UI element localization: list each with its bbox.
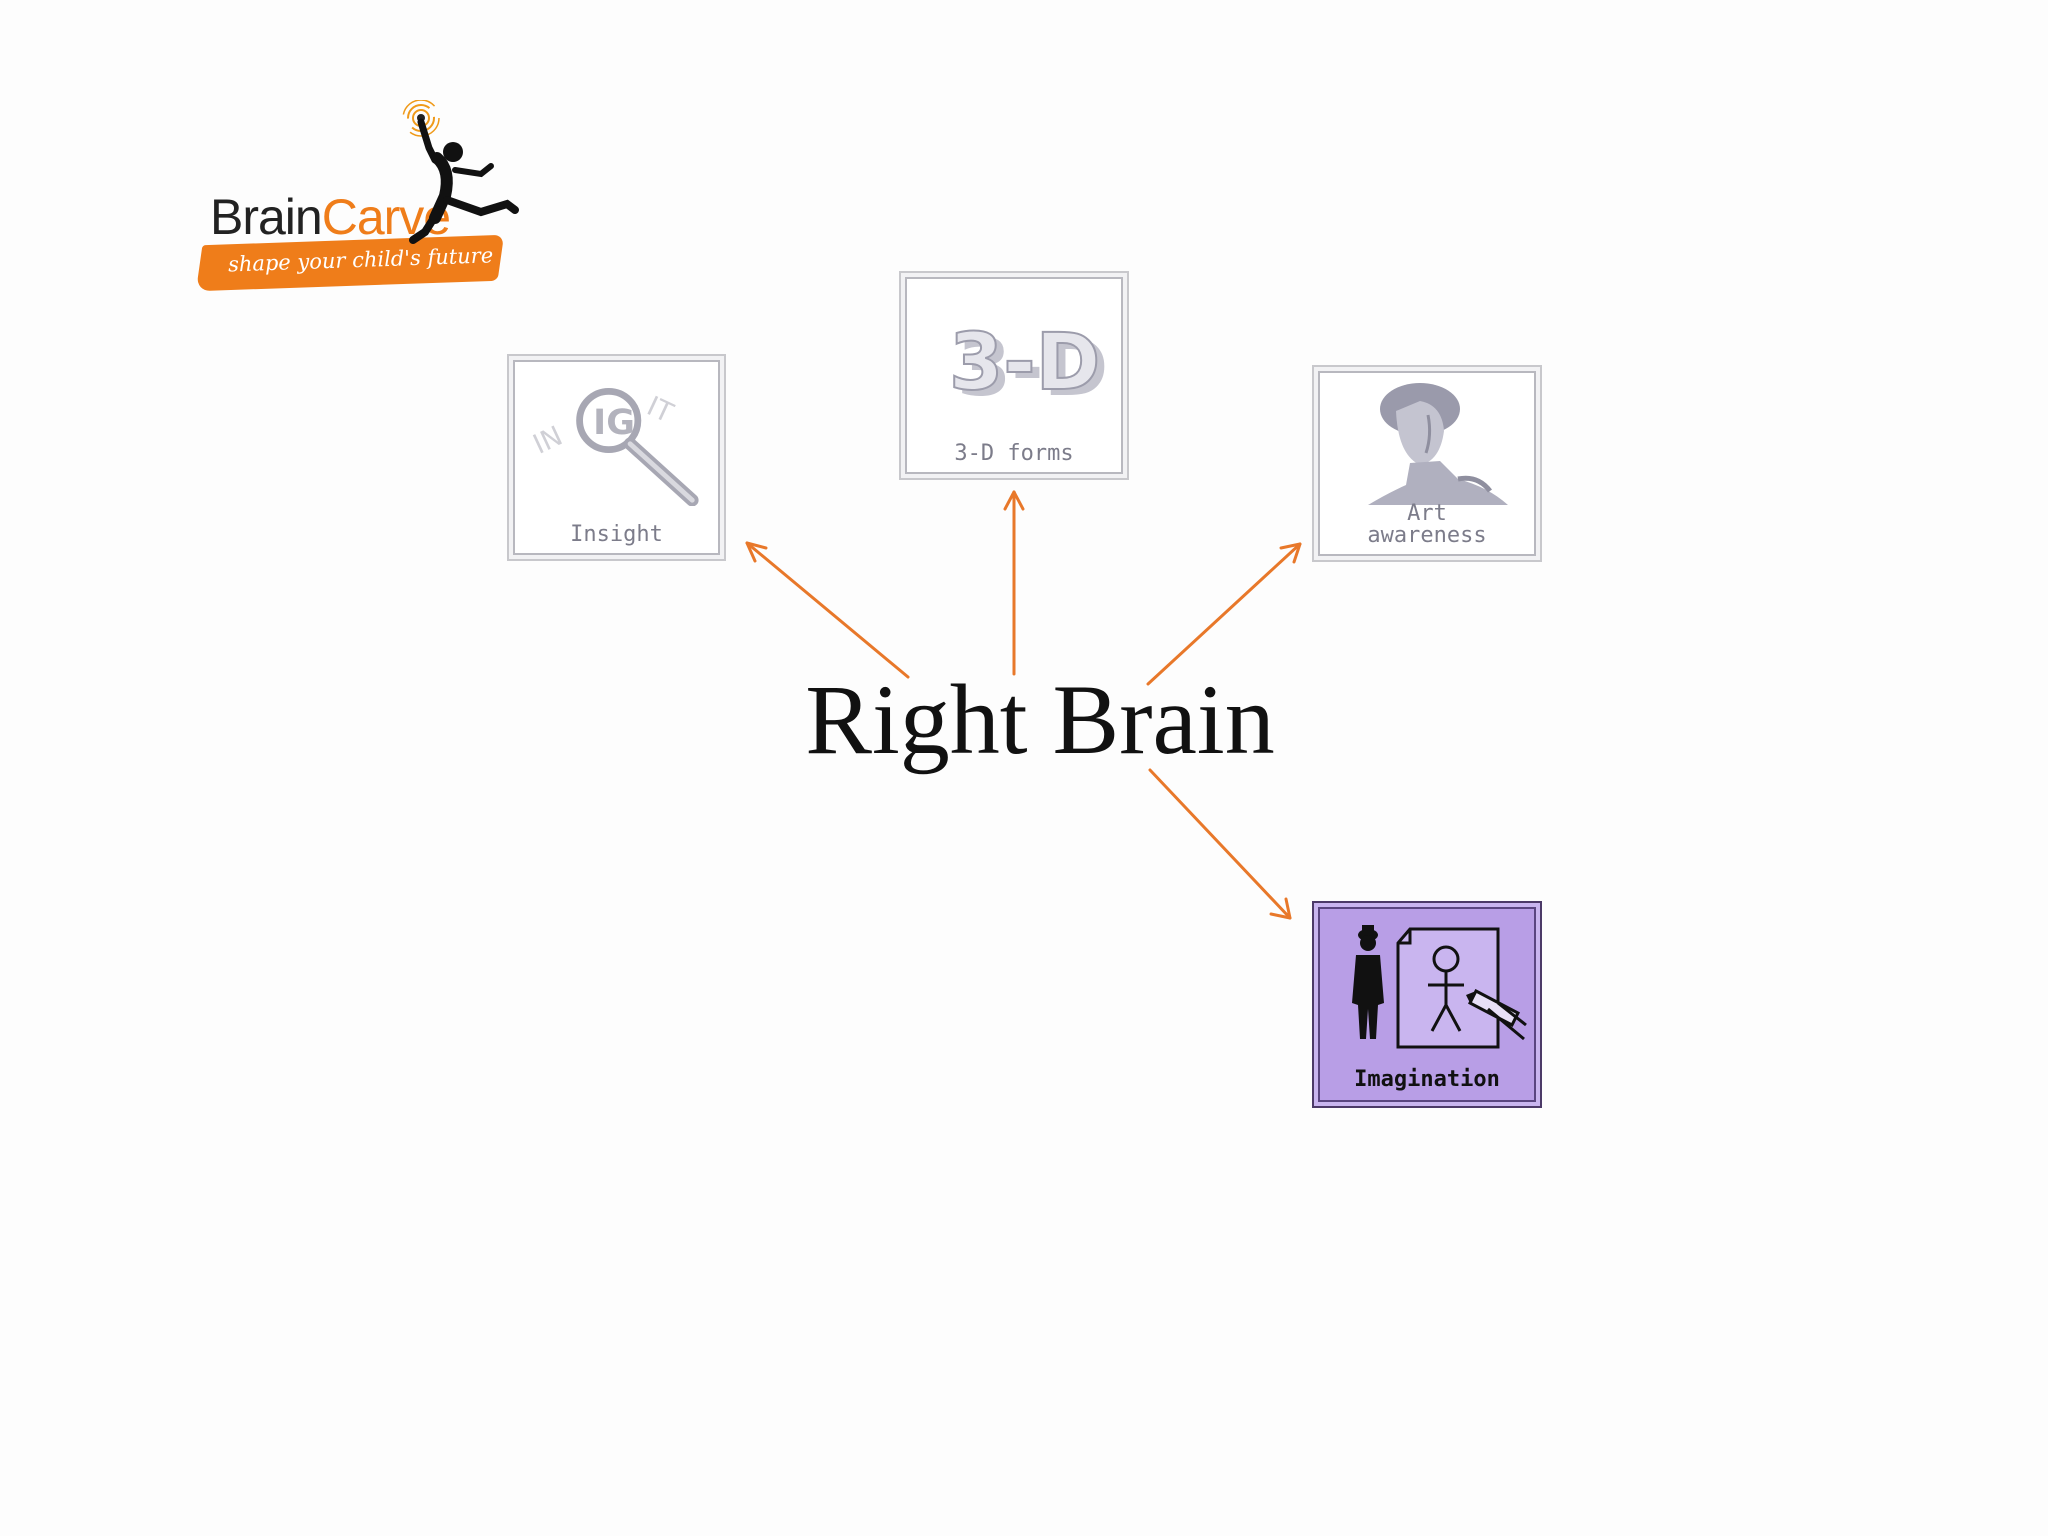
svg-text:IT: IT	[642, 391, 678, 430]
svg-text:3-D: 3-D	[949, 318, 1100, 408]
3d-text-icon: 3-D 3-D	[948, 317, 1108, 414]
art-awareness-label-line1: Art	[1407, 501, 1447, 526]
imagination-label: Imagination	[1354, 1067, 1500, 1092]
arrow-to-insight	[745, 541, 910, 679]
magnifying-glass-icon: IN IT IG	[529, 387, 699, 506]
svg-text:IN: IN	[529, 421, 568, 461]
statue-bust-icon	[1368, 383, 1508, 505]
svg-text:3-D: 3-D	[957, 324, 1108, 414]
3d-forms-label: 3-D forms	[954, 441, 1074, 466]
insight-card: IN IT IG Insight	[507, 354, 726, 561]
insight-label: Insight	[570, 522, 663, 547]
arrow-to-imagination	[1148, 768, 1292, 920]
3d-forms-card: 3-D 3-D 3-D forms	[899, 271, 1129, 480]
arrow-to-3d-forms	[1003, 490, 1025, 676]
logo-brand-part1: Brain	[210, 189, 323, 245]
braincarve-logo: BrainCarve shape your child's future	[195, 100, 550, 300]
center-title: Right Brain	[805, 664, 1275, 775]
art-awareness-label-line2: awareness	[1367, 523, 1487, 548]
jumping-child-icon	[402, 100, 519, 244]
svg-text:IG: IG	[593, 403, 635, 443]
drawing-figure-icon	[1352, 925, 1527, 1049]
arrow-to-art-awareness	[1146, 542, 1302, 686]
imagination-card: Imagination	[1312, 901, 1542, 1108]
art-awareness-card: Art awareness	[1312, 365, 1542, 562]
